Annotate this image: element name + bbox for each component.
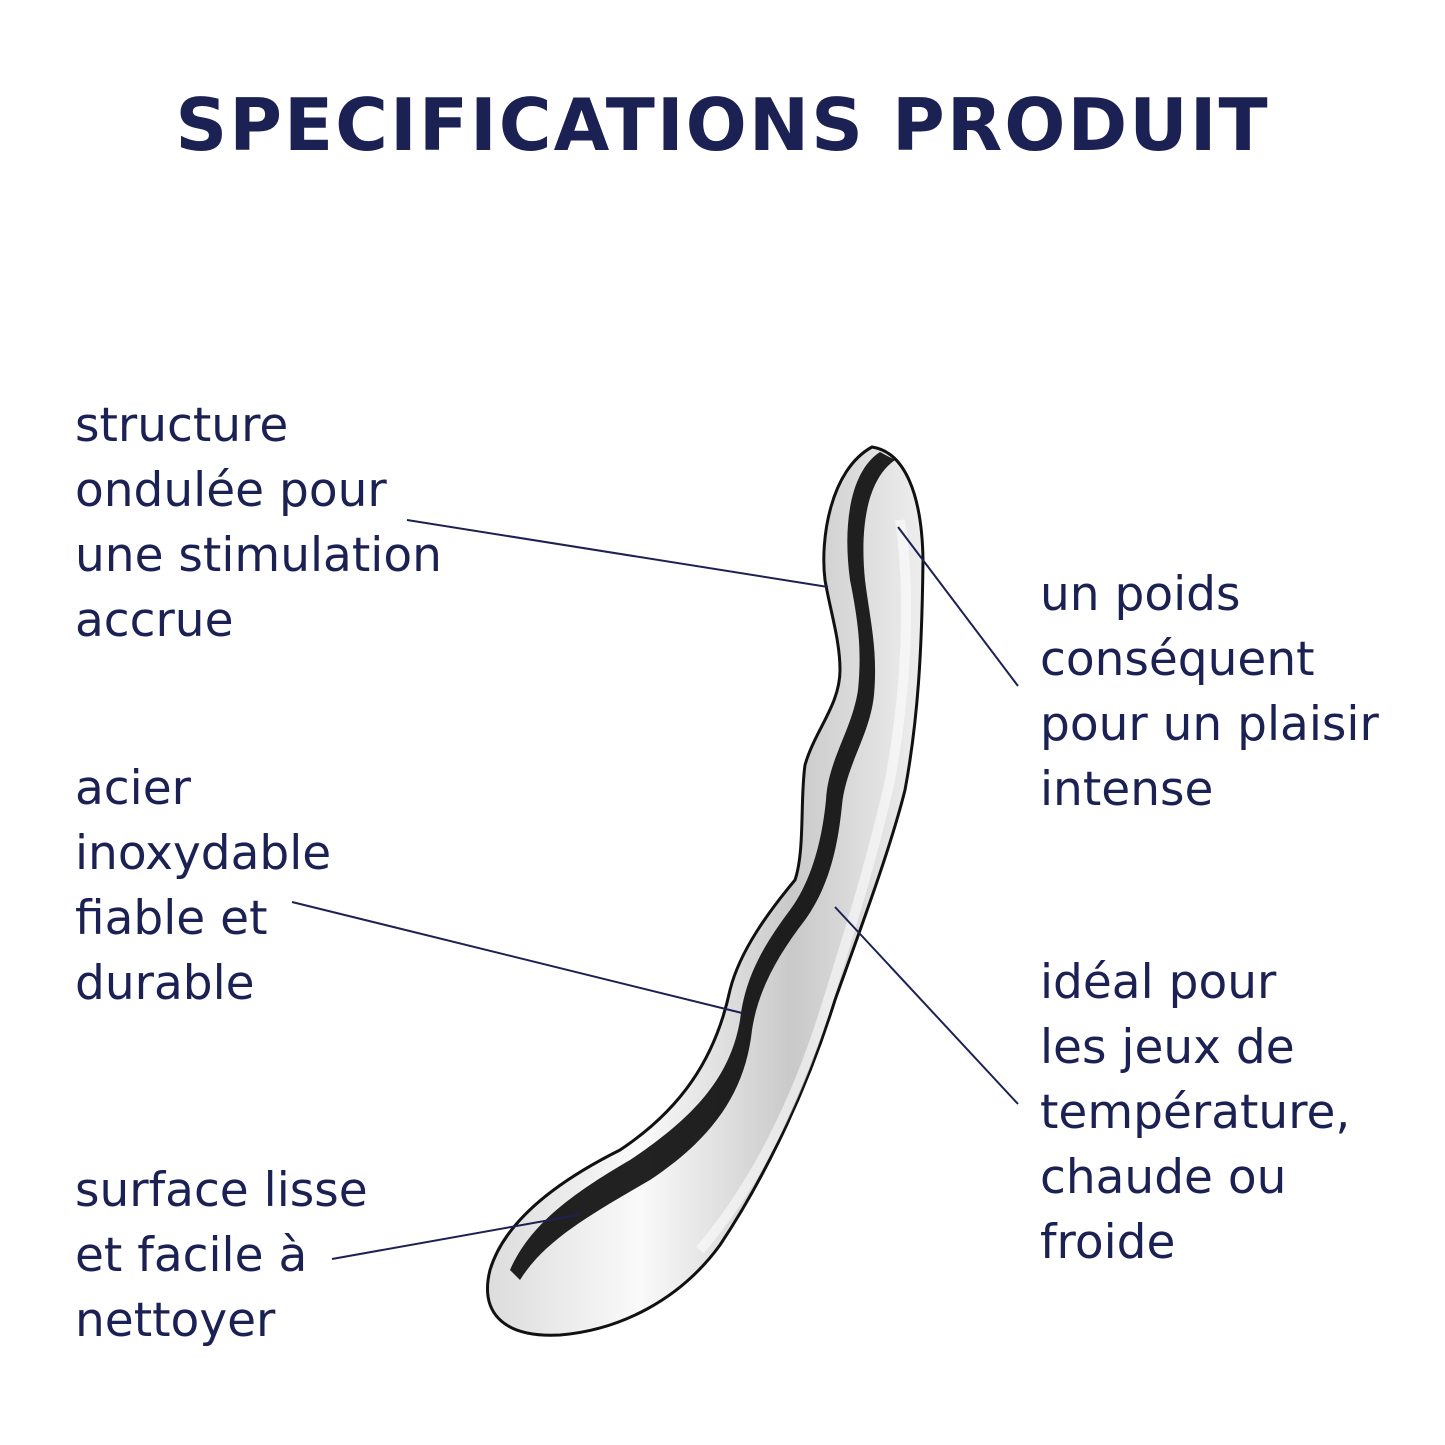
steel-wand-highlight: [696, 519, 912, 1254]
callout-text-line: température,: [1040, 1085, 1351, 1140]
callout-wavy-structure: structure ondulée pour une stimulation a…: [75, 393, 442, 653]
callout-text-line: une stimulation: [75, 528, 442, 583]
callout-text-line: fiable et: [75, 891, 268, 946]
leader-line-stainless-steel: [291, 901, 743, 1014]
callout-text-line: ondulée pour: [75, 463, 387, 518]
callout-text-line: surface lisse: [75, 1163, 368, 1218]
callout-text-line: conséquent: [1040, 632, 1315, 687]
callout-text-line: idéal pour: [1040, 955, 1277, 1010]
callout-text-line: inoxydable: [75, 826, 332, 881]
leader-line-heavy-weight: [897, 526, 1019, 687]
callout-temperature-play: idéal pour les jeux de température, chau…: [1040, 950, 1350, 1275]
callout-text-line: structure: [75, 398, 289, 453]
callout-heavy-weight: un poids conséquent pour un plaisir inte…: [1040, 562, 1379, 822]
callout-text-line: froide: [1040, 1215, 1176, 1270]
callout-text-line: les jeux de: [1040, 1020, 1295, 1075]
callout-stainless-steel: acier inoxydable fiable et durable: [75, 756, 331, 1016]
leader-line-smooth-surface: [331, 1214, 579, 1260]
page-title: SPECIFICATIONS PRODUIT: [175, 83, 1270, 167]
callout-text-line: intense: [1040, 762, 1214, 817]
callout-text-line: accrue: [75, 593, 234, 648]
callout-text-line: nettoyer: [75, 1293, 276, 1348]
callout-smooth-surface: surface lisse et facile à nettoyer: [75, 1158, 368, 1353]
steel-wand-reflection: [510, 452, 895, 1280]
callout-text-line: durable: [75, 956, 255, 1011]
callout-text-line: et facile à: [75, 1228, 308, 1283]
callout-text-line: chaude ou: [1040, 1150, 1287, 1205]
callout-text-line: un poids: [1040, 567, 1241, 622]
callout-text-line: acier: [75, 761, 191, 816]
leader-line-wavy-structure: [406, 519, 829, 588]
leader-line-temperature-play: [834, 906, 1019, 1105]
callout-text-line: pour un plaisir: [1040, 697, 1379, 752]
